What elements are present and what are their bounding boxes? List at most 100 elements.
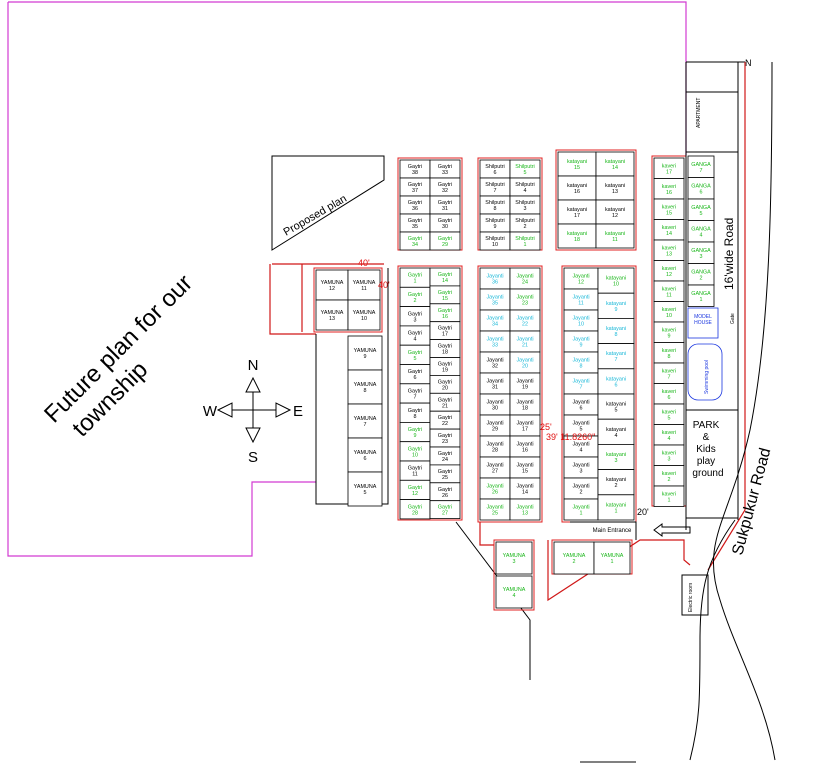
plot-number: 10: [412, 452, 418, 458]
plot-number: 4: [668, 436, 671, 442]
jayanti-a-block: [477, 265, 543, 523]
plot-number: 9: [414, 433, 417, 439]
plot-name: Gaytri: [408, 485, 422, 491]
plot-number: 12: [329, 286, 335, 292]
plot-name: Shilputri: [485, 236, 504, 242]
compass-w: W: [203, 403, 218, 420]
plot-number: 6: [668, 395, 671, 401]
plot-outline: [347, 471, 383, 507]
plot-name: Gaytri: [408, 292, 422, 298]
plot-outline: [347, 299, 381, 331]
plot-name: Gaytri: [408, 446, 422, 452]
plot-number: 4: [524, 188, 527, 194]
plot-number: 27: [442, 511, 448, 517]
plot-number: 13: [522, 511, 528, 517]
model-house: [687, 307, 719, 339]
plot-name: Shilputri: [515, 200, 534, 206]
plot-number: 11: [666, 292, 672, 298]
electric-room: [681, 574, 709, 616]
proposed-plan-label: Proposed plan: [282, 193, 349, 239]
sukpukur-road-edge-left: [689, 519, 736, 761]
plot-name: Gaytri: [438, 469, 452, 475]
plot-name: Jayanti: [572, 400, 589, 406]
plot-number: 31: [442, 206, 448, 212]
plot-number: 3: [580, 469, 583, 475]
plot-outline: [595, 223, 635, 249]
north-arrow-icon: [245, 376, 261, 393]
plot-name: Gaytri: [408, 200, 422, 206]
plot-name: Shilputri: [515, 218, 534, 224]
plot-name: kaveri: [662, 307, 676, 313]
plot-outline: [597, 443, 635, 470]
road-red-line: [707, 62, 746, 571]
south-arrow-icon: [245, 427, 261, 444]
plot-name: Jayanti: [516, 274, 533, 280]
plot-name: Gaytri: [438, 397, 452, 403]
plot-name: YAMUNA: [353, 280, 376, 286]
plot-number: 4: [700, 232, 703, 238]
plot-name: kaveri: [662, 471, 676, 477]
plot-outline: [557, 223, 597, 249]
plot-name: kaveri: [662, 368, 676, 374]
plot-outline: [315, 299, 349, 331]
plot-number: 5: [615, 408, 618, 414]
future-plan-boundary-lower: [7, 2, 316, 557]
plot-number: 6: [580, 406, 583, 412]
park-label-4: play: [697, 456, 715, 467]
plot-name: katayani: [567, 183, 587, 189]
dim-40-top: 40': [358, 258, 370, 268]
park-label-5: ground: [692, 468, 723, 479]
plot-number: 26: [442, 493, 448, 499]
plot-name: Gaytri: [438, 344, 452, 350]
plot-name: YAMUNA: [354, 484, 377, 490]
plot-number: 9: [364, 354, 367, 360]
plot-name: Gaytri: [438, 272, 452, 278]
plot-name: kaveri: [662, 450, 676, 456]
plot-number: 15: [522, 469, 528, 475]
plot-outline: [509, 498, 541, 521]
plot-name: Jayanti: [516, 316, 533, 322]
plot-number: 13: [666, 251, 672, 257]
plot-name: YAMUNA: [601, 553, 624, 559]
plot-outline: [653, 485, 685, 507]
plot-name: kaveri: [662, 348, 676, 354]
plot-number: 35: [492, 301, 498, 307]
plot-name: Gaytri: [408, 504, 422, 510]
plot-number: 11: [412, 472, 418, 478]
plot-name: Shilputri: [485, 200, 504, 206]
plot-name: Jayanti: [572, 379, 589, 385]
